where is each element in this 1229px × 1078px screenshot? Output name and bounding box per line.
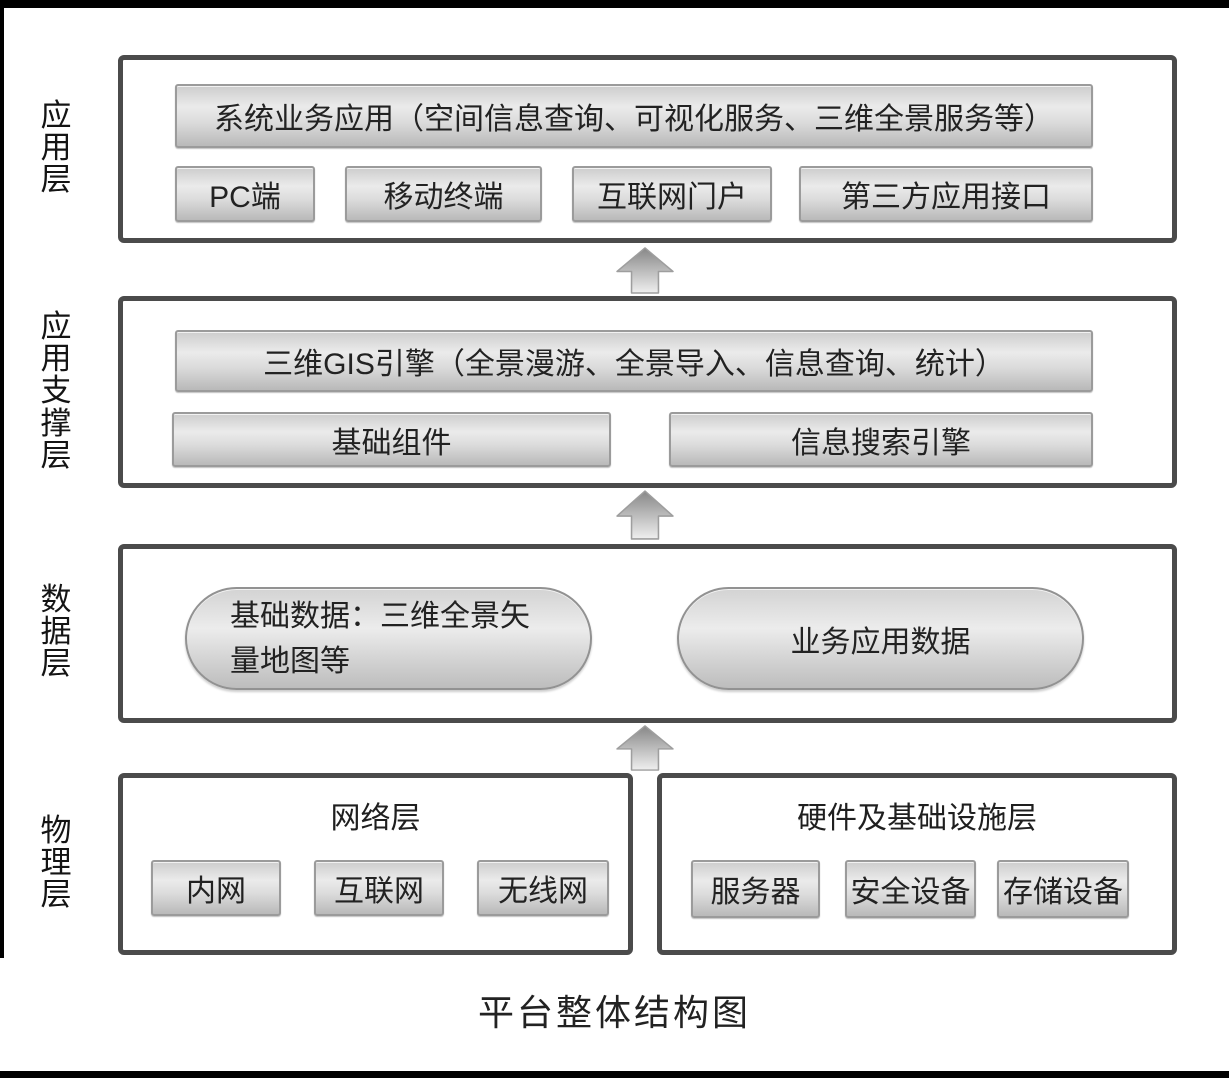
third-party-api-box: 第三方应用接口: [799, 166, 1093, 222]
pc-terminal-box: PC端: [175, 166, 315, 222]
page-edge-left: [0, 0, 4, 958]
internet-box: 互联网: [314, 860, 444, 916]
server-box: 服务器: [691, 860, 820, 918]
up-arrow-icon: [616, 247, 674, 294]
gis-engine-bar: 三维GIS引擎（全景漫游、全景导入、信息查询、统计）: [175, 330, 1093, 392]
info-search-engine-box: 信息搜索引擎: [669, 412, 1093, 467]
mobile-terminal-box: 移动终端: [345, 166, 542, 222]
layer-label-physical: 物理层: [40, 813, 72, 914]
basic-components-box: 基础组件: [172, 412, 611, 467]
hardware-layer-title: 硬件及基础设施层: [797, 802, 1037, 835]
page-edge-top: [0, 0, 1229, 8]
page-edge-bottom: [0, 1071, 1229, 1078]
up-arrow-icon: [616, 725, 674, 771]
layer-label-support: 应用支撑层: [40, 309, 72, 474]
network-layer-title: 网络层: [330, 802, 421, 835]
basic-data-ellipse: 基础数据：三维全景矢量地图等: [185, 587, 592, 690]
intranet-box: 内网: [151, 860, 281, 916]
system-business-app-bar: 系统业务应用（空间信息查询、可视化服务、三维全景服务等）: [175, 84, 1093, 148]
internet-portal-box: 互联网门户: [572, 166, 772, 222]
basic-data-label: 基础数据：三维全景矢量地图等: [230, 599, 530, 678]
up-arrow-icon: [616, 490, 674, 540]
wireless-network-box: 无线网: [477, 860, 609, 916]
business-app-data-label: 业务应用数据: [790, 625, 971, 659]
business-app-data-ellipse: 业务应用数据: [677, 587, 1084, 690]
layer-label-application: 应用层: [40, 98, 72, 199]
storage-device-box: 存储设备: [997, 860, 1129, 918]
diagram-caption: 平台整体结构图: [477, 992, 751, 1033]
security-device-box: 安全设备: [845, 860, 976, 918]
layer-label-data: 数据层: [40, 582, 72, 683]
